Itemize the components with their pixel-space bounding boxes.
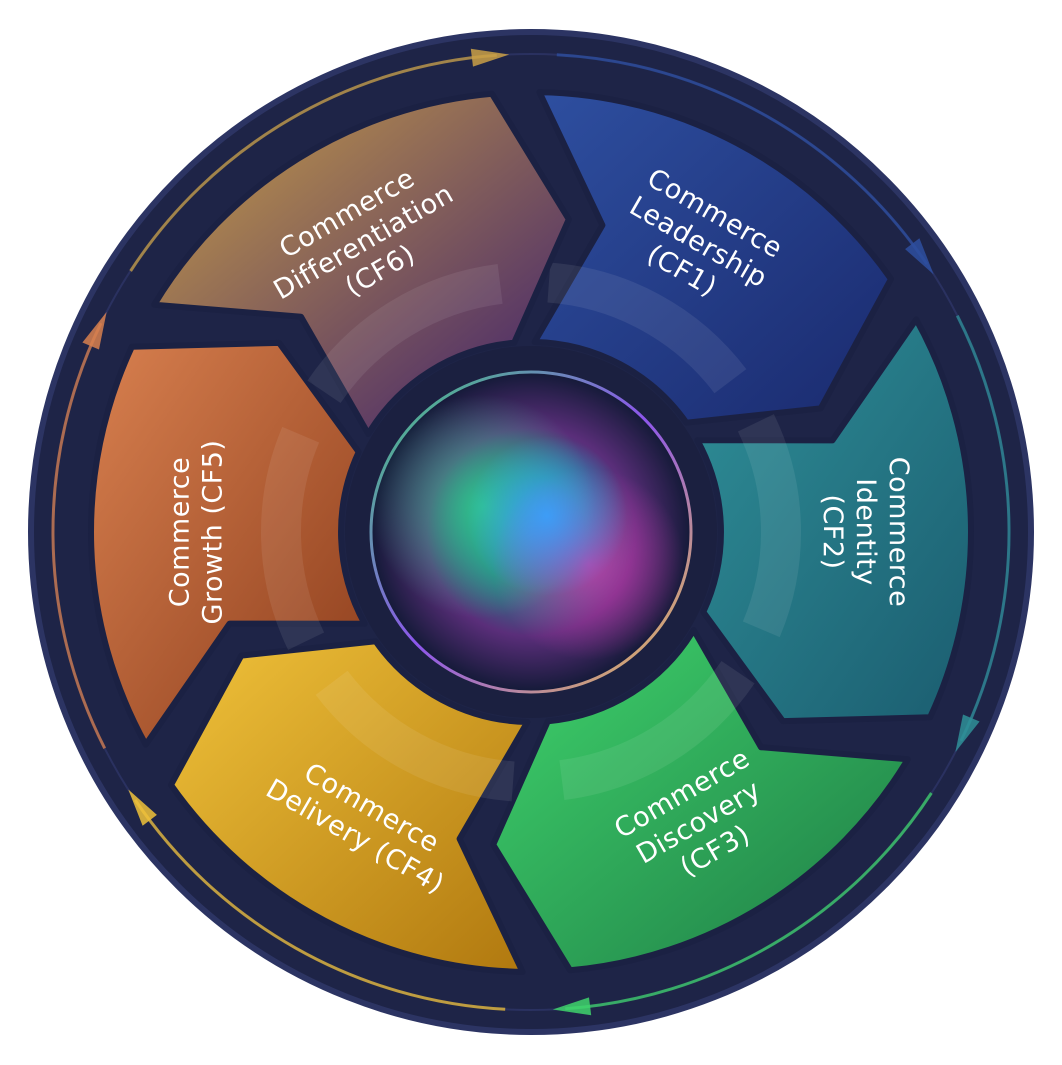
segment-label-line: Growth (CF5) [198, 440, 229, 625]
segment-band-cf4 [315, 670, 515, 802]
segment-band-cf3 [559, 660, 755, 800]
segment-band-cf1 [547, 262, 747, 394]
segment-cf6 [151, 90, 572, 437]
segment-label-line: Commerce [165, 457, 196, 608]
core-rim [369, 370, 693, 694]
cycle-arrow-cf1 [556, 53, 929, 265]
cycle-arrow-cf2 [955, 315, 1011, 742]
segment-label-cf2: CommerceIdentity(CF2) [817, 457, 914, 608]
segment-band-cf6 [307, 264, 503, 404]
cycle-arrow-cf6 [129, 53, 497, 272]
arrowhead-icon [955, 714, 980, 752]
cycle-arrow-cf5 [51, 322, 107, 749]
segment-cf2 [694, 316, 974, 725]
segment-label-line: (CF2) [817, 494, 848, 569]
arrowhead-icon [128, 789, 157, 826]
segment-label-line: Commerce [883, 457, 914, 608]
arrowhead-icon [905, 238, 934, 275]
segment-label-line: Identity [850, 478, 881, 585]
segment-cf3 [490, 627, 911, 974]
arrowhead-icon [552, 997, 592, 1016]
segment-band-cf5 [260, 426, 325, 650]
segment-cf4 [168, 638, 531, 975]
cycle-arrow-cf3 [565, 792, 933, 1011]
segment-cf5 [88, 339, 368, 748]
segment-cf1 [531, 89, 894, 426]
core-glow-blue [371, 372, 691, 692]
arrowhead-icon [82, 312, 107, 350]
segment-band-cf2 [737, 414, 802, 638]
cycle-arrow-cf4 [133, 799, 506, 1011]
arrowhead-icon [470, 48, 510, 67]
segment-label-cf5: CommerceGrowth (CF5) [165, 440, 229, 625]
